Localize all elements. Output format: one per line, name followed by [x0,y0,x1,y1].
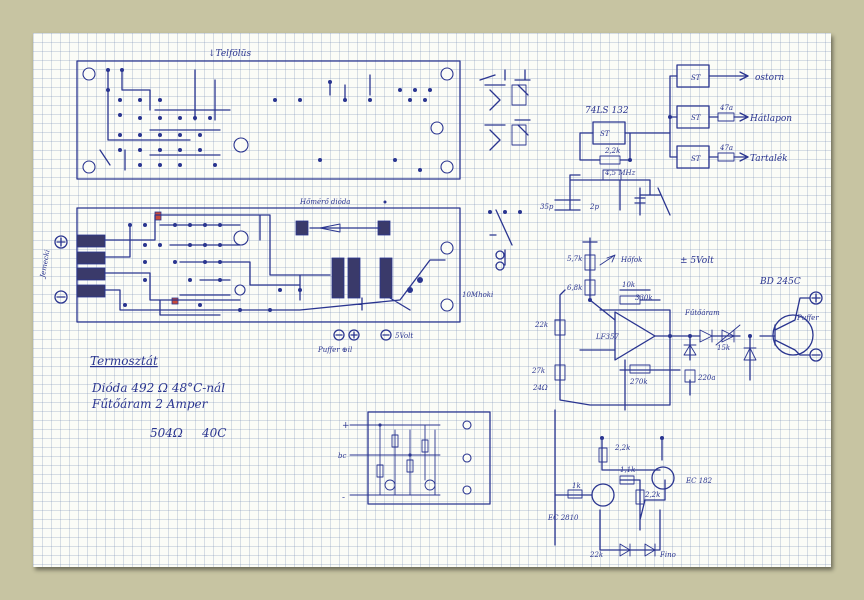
supply-5v-label: ± 5Volt [680,256,714,266]
transistor-left-icon [591,483,615,507]
transistor-label: BD 245C [759,277,801,287]
transistor-icon [772,314,814,356]
minus-terminal-icon [809,348,823,362]
r22k-b-label: 22k [534,321,548,329]
transistor-right-icon [651,466,675,490]
xtal-label: 4,5 MHz [604,169,636,177]
minus-terminal-icon [54,290,68,304]
pcb-bottom-board [76,200,461,323]
r270k-label: 270k [629,378,648,386]
mount-hole-icon [440,160,454,174]
puffer-out-label: Puffer [796,314,819,322]
pcb-bc-label: bc [338,452,346,460]
tenso-label: 10Mhoki [462,291,493,299]
title-top-label: ↓Telfölüs [208,49,251,59]
r22k-c-label: 2,2k [644,491,660,499]
out-hattlapon-label: Hátlapon [749,113,792,124]
r6k8-label: 6,8k [567,284,582,292]
out-ostorn-label: ostorn [755,73,784,83]
r2k2-label: 2,2k [614,444,630,452]
r47-label: 47a [719,104,733,112]
futo-line: Fűtőáram 2 Amper [91,397,209,411]
st-label: ST [691,74,702,82]
pcb-minus-label: - [342,493,345,503]
temp-line-a: 504Ω [150,426,183,440]
r1k-label: 1k [572,482,581,490]
mount-hole-icon [233,230,249,246]
heating-diode-label: Hőmérő dióda [299,197,350,206]
termostat-title: Termosztát [90,354,158,368]
r1k1-label: 1,1k [620,466,635,474]
cap-2p-label: 2p [589,203,599,211]
puffer-label: Puffer ⊕il [317,346,352,354]
r57k-label: 5,7k [567,255,582,263]
dioda-line: Dióda 492 Ω 48°C-nál [91,381,225,395]
r47-label: 47a [719,144,733,152]
optocoupler-symbols [479,69,531,271]
plus-terminal-icon [809,291,823,305]
ec-right-label: EC 182 [685,477,713,485]
minus-terminal-icon [333,329,345,341]
futoaram-label: Fűtőáram [684,308,720,317]
connector-label: Jemecki [38,249,51,280]
out-tartalek-label: Tartalék [750,153,788,164]
ic-lf357-label: LF357 [595,333,619,341]
r330k-label: 330k [635,294,653,302]
r-bottom-label: 22k [589,551,603,559]
mount-hole-icon [82,67,96,81]
mount-hole-icon [440,241,454,255]
r15k-label: 15k [717,344,730,352]
small-pcb-board [349,411,491,505]
mount-hole-icon [440,298,454,312]
minus-terminal-icon [380,329,392,341]
mount-hole-icon [440,67,454,81]
st-label: ST [691,114,702,122]
pcb-top-board [76,60,461,180]
r10k-label: 10k [622,281,635,289]
v24-label: 24Ω [532,384,548,392]
r27k-label: 27k [531,367,545,375]
plus-terminal-icon [348,329,360,341]
ec-left-label: EC 2810 [547,514,579,522]
transistor-stage [554,409,675,557]
mount-hole-icon [82,160,96,174]
bottom-label: Fino [659,551,676,559]
5volt-label: 5Volt [395,332,413,340]
oscillator-circuit [554,64,749,216]
st-label: ST [600,130,611,138]
control-amplifier-circuit [554,237,814,411]
st-label: ST [691,155,702,163]
r220-label: 220a [697,374,716,382]
r22k-label: 2,2k [604,147,620,155]
plus-terminal-icon [54,235,68,249]
cap-35p-label: 35p [540,203,554,211]
ic-74ls-label: 74LS 132 [585,106,629,116]
temp-line-b: 40C [201,426,226,440]
pcb-plus-label: + [342,421,350,431]
hofok-label: Hőfok [620,255,642,264]
